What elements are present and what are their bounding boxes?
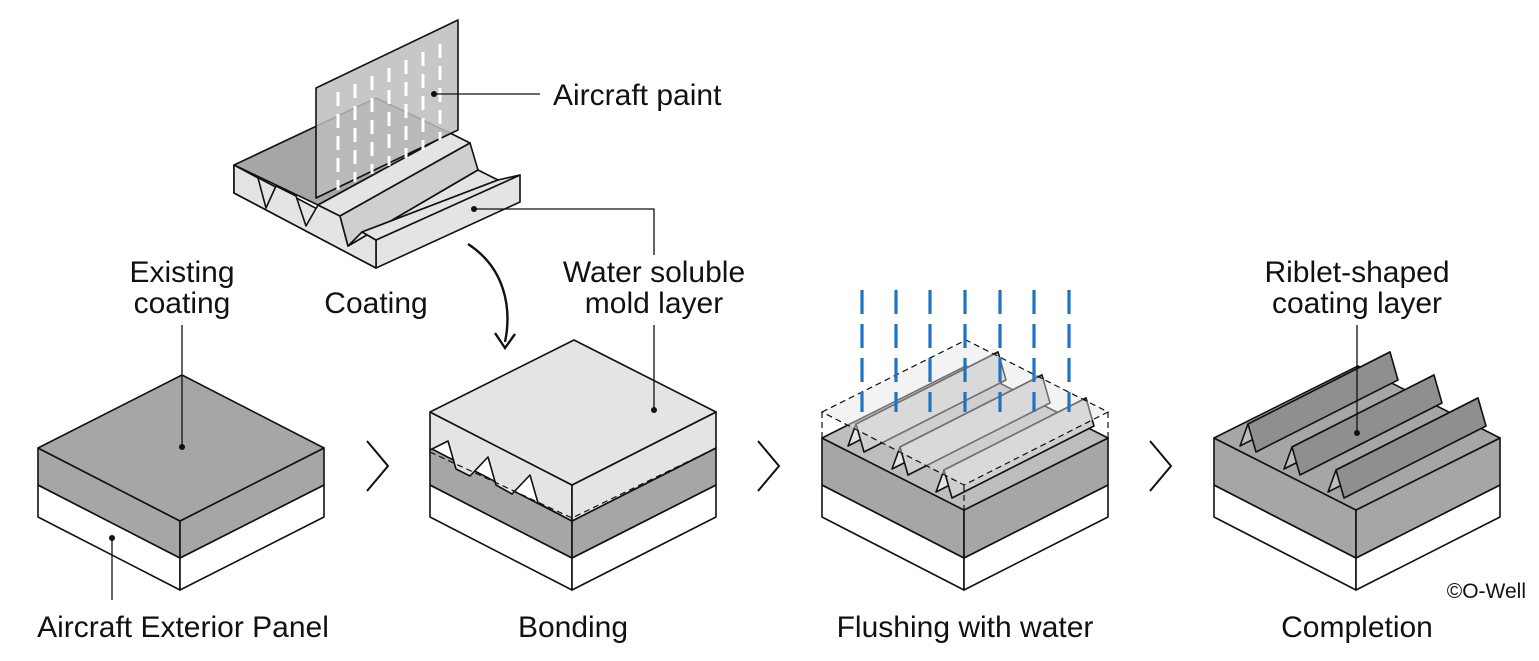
existing-coating-label-line2: coating — [134, 287, 231, 320]
flushing-block — [820, 339, 1110, 591]
step-label-exterior-panel: Aircraft Exterior Panel — [37, 611, 329, 644]
aircraft-paint-label: Aircraft paint — [553, 79, 722, 112]
existing-coating-label-line1: Existing — [129, 256, 234, 289]
riblet-label-line2: coating layer — [1272, 287, 1442, 320]
mold-layer-label-line2: mold layer — [585, 287, 723, 320]
step-label-bonding: Bonding — [518, 611, 628, 644]
coating-label: Coating — [324, 287, 427, 320]
existing-coating-leader — [179, 325, 185, 450]
copyright-notice: ©O-Well — [1447, 580, 1526, 603]
panel-leader — [109, 535, 115, 600]
step-label-completion: Completion — [1281, 611, 1433, 644]
completion-block — [1213, 351, 1501, 591]
riblet-layer-leader — [1354, 325, 1360, 436]
step-arrow-1 — [366, 440, 390, 492]
apply-arrow — [467, 242, 516, 351]
mold-layer-label-line1: Water soluble — [563, 256, 745, 289]
riblet-label-line1: Riblet-shaped — [1264, 256, 1449, 289]
mold-layer-leader — [651, 325, 657, 413]
step-arrow-3 — [1149, 440, 1173, 492]
step-arrow-2 — [757, 440, 781, 492]
aircraft-paint-leader — [431, 91, 540, 97]
bonding-block — [429, 339, 717, 591]
step-label-flushing: Flushing with water — [837, 611, 1094, 644]
coating-to-mold-leader — [471, 206, 655, 255]
coating-mold-block — [233, 19, 521, 269]
exterior-panel-block — [37, 374, 325, 591]
paint-streaks — [336, 44, 442, 190]
water-stream-lines — [860, 290, 1071, 412]
